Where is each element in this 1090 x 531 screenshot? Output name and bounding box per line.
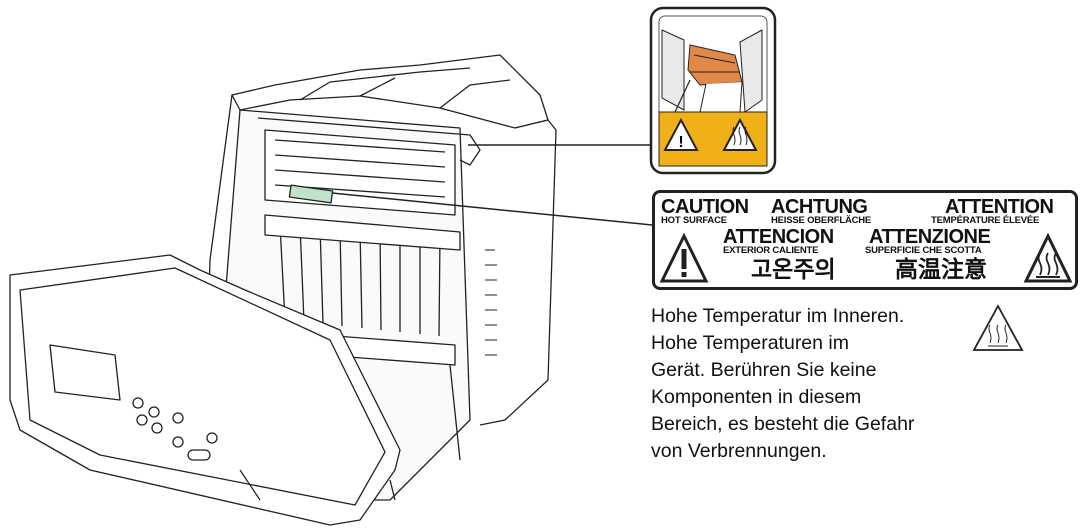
caption-line-4: Komponenten in diesem <box>651 386 862 408</box>
label-atencion-sub: EXTERIOR CALIENTE <box>723 245 819 256</box>
caption-line-2: Hohe Temperaturen im <box>651 332 849 354</box>
label-attenzione: ATTENZIONE <box>869 226 991 248</box>
label-atencion: ATTENCION <box>723 226 834 248</box>
label-achtung: ACHTUNG <box>771 196 868 218</box>
label-caution-sub: HOT SURFACE <box>661 215 727 226</box>
caption-line-5: Bereich, es besteht die Gefahr <box>651 413 915 435</box>
label-caution: CAUTION <box>661 196 749 218</box>
label-attention: ATTENTION <box>945 196 1054 218</box>
control-buttons <box>132 397 218 461</box>
label-achtung-sub: HEISSE OBERFLÄCHE <box>771 215 872 226</box>
front-door <box>9 254 401 526</box>
label-attenzione-sub: SUPERFICIE CHE SCOTTA <box>865 245 982 256</box>
caption-line-1: Hohe Temperatur im Inneren. <box>651 305 905 327</box>
warning-triangle-icon <box>659 233 709 283</box>
hot-surface-icon <box>1023 233 1073 283</box>
hot-surface-icon <box>972 304 1024 351</box>
fuser-detail-icon: ! <box>649 6 777 175</box>
label-attention-sub: TEMPÉRATURE ÉLEVÉE <box>931 215 1040 226</box>
caption-line-6: von Verbrennungen. <box>651 440 827 462</box>
warning-caption: Hohe Temperatur im Inneren. Hohe Tempera… <box>651 303 981 465</box>
lcd-display <box>49 344 121 401</box>
label-chinese: 高温注意 <box>895 257 987 283</box>
fuser-highlight <box>288 184 334 204</box>
printer-right-side <box>479 119 557 426</box>
warning-label: CAUTION HOT SURFACE ACHTUNG HEISSE OBERF… <box>652 190 1078 290</box>
caption-line-3: Gerät. Berühren Sie keine <box>651 359 877 381</box>
label-korean: 고온주의 <box>751 257 836 283</box>
svg-text:!: ! <box>678 134 683 151</box>
